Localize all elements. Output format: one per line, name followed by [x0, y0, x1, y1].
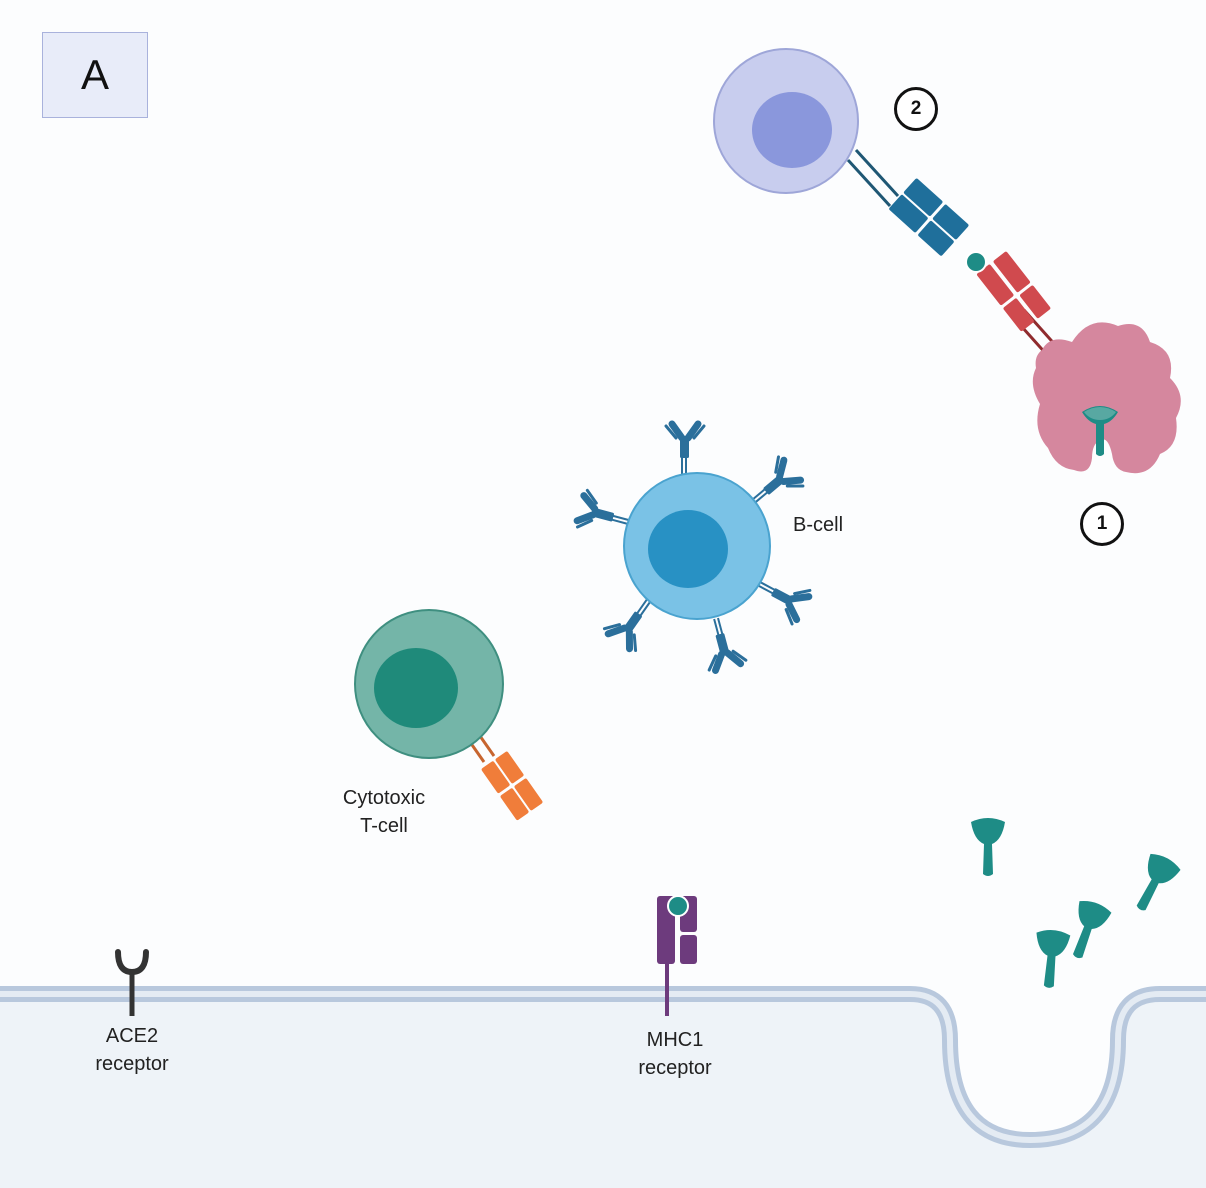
virus-spike-protein-icon — [971, 818, 1183, 990]
antigen-presenting-cell-icon — [965, 251, 1181, 474]
cytotoxic-t-cell-label-line-1: Cytotoxic — [342, 787, 426, 809]
step-2-marker: 2 — [894, 87, 938, 131]
mhc1-receptor-label: MHC1 receptor — [615, 1026, 735, 1082]
panel-label: A — [42, 32, 148, 118]
cell-membrane-icon — [0, 986, 1206, 1188]
mhc1-receptor-label-line-2: receptor — [638, 1057, 712, 1079]
cytotoxic-t-cell-icon — [354, 609, 543, 820]
ace2-receptor-label: ACE2 receptor — [72, 1022, 192, 1078]
mhc1-receptor-label-line-1: MHC1 — [646, 1029, 704, 1051]
cytotoxic-t-cell-label-line-2: T-cell — [360, 815, 408, 837]
step-1-marker: 1 — [1080, 502, 1124, 546]
step-2-number: 2 — [910, 98, 922, 119]
mhc1-receptor-icon — [657, 895, 697, 1016]
cytotoxic-t-cell-label: Cytotoxic T-cell — [318, 784, 450, 840]
ace2-receptor-icon — [115, 949, 149, 1016]
step-1-number: 1 — [1096, 513, 1108, 534]
ace2-receptor-label-line-1: ACE2 — [105, 1025, 159, 1047]
b-cell-icon — [576, 424, 812, 672]
panel-letter: A — [80, 51, 109, 98]
helper-t-cell-icon — [713, 48, 969, 256]
b-cell-label: B-cell — [793, 514, 844, 536]
mhc2-receptor-icon — [977, 251, 1051, 332]
ace2-receptor-label-line-2: receptor — [95, 1053, 169, 1075]
